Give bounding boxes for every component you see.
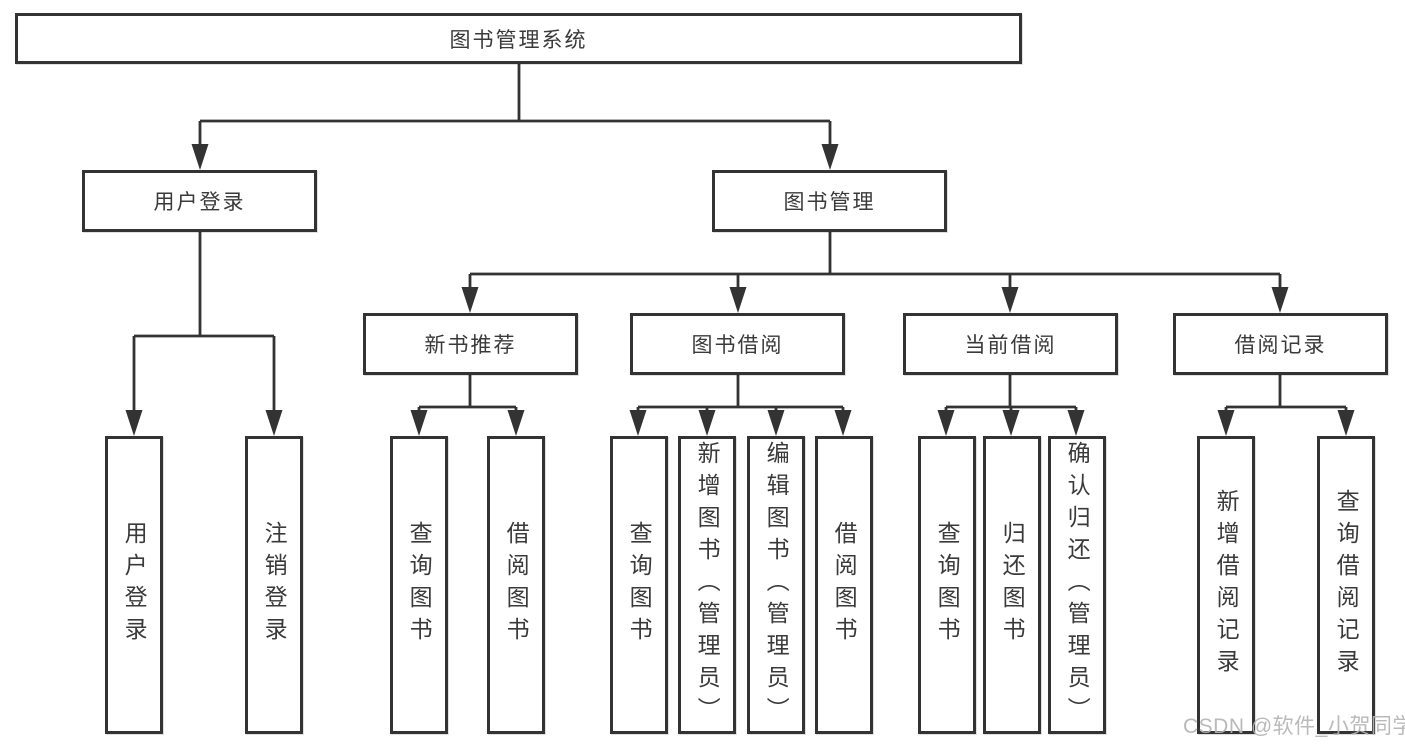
- leaf-borrow-books-borrowing: 借阅图书: [815, 436, 873, 734]
- leaf-logout: 注销登录: [245, 436, 303, 734]
- leaf-query-borrow-record: 查询借阅记录: [1317, 436, 1375, 734]
- leaf-user-login: 用户登录: [105, 436, 163, 734]
- leaf-logout-label: 注销登录: [261, 521, 288, 649]
- leaf-query-books-recommend: 查询图书: [390, 436, 448, 734]
- leaf-user-login-label: 用户登录: [121, 521, 148, 649]
- csdn-watermark: CSDN @软件_小贺同学: [1183, 715, 1405, 738]
- leaf-add-borrow-record: 新增借阅记录: [1197, 436, 1255, 734]
- leaf-confirm-return-admin-label: 确认归还（管理员）: [1064, 441, 1091, 729]
- leaf-add-borrow-record-label: 新增借阅记录: [1213, 489, 1240, 681]
- leaf-add-books-admin-label: 新增图书（管理员）: [694, 441, 721, 729]
- node-current-borrowing: 当前借阅: [903, 313, 1118, 375]
- leaf-query-books-current: 查询图书: [918, 436, 976, 734]
- node-new-book-recommend: 新书推荐: [363, 313, 578, 375]
- node-borrow-records: 借阅记录: [1173, 313, 1388, 375]
- leaf-add-books-admin: 新增图书（管理员）: [678, 436, 736, 734]
- node-user-login-label: 用户登录: [153, 191, 246, 214]
- leaf-query-books-borrowing-label: 查询图书: [626, 521, 653, 649]
- leaf-borrow-books-borrowing-label: 借阅图书: [831, 521, 858, 649]
- node-current-borrowing-label: 当前借阅: [964, 334, 1057, 357]
- node-book-borrowing-label: 图书借阅: [691, 334, 784, 357]
- arrowheads: [125, 144, 1355, 436]
- node-new-book-recommend-label: 新书推荐: [424, 334, 517, 357]
- node-borrow-records-label: 借阅记录: [1234, 334, 1327, 357]
- leaf-return-books: 归还图书: [983, 436, 1041, 734]
- leaf-query-borrow-record-label: 查询借阅记录: [1333, 489, 1360, 681]
- node-book-borrowing: 图书借阅: [630, 313, 845, 375]
- leaf-edit-books-admin-label: 编辑图书（管理员）: [763, 441, 790, 729]
- leaf-return-books-label: 归还图书: [999, 521, 1026, 649]
- node-user-login: 用户登录: [82, 170, 317, 232]
- leaf-query-books-borrowing: 查询图书: [610, 436, 668, 734]
- node-root-label: 图书管理系统: [449, 28, 588, 52]
- leaf-query-books-recommend-label: 查询图书: [406, 521, 433, 649]
- leaf-borrow-books-recommend-label: 借阅图书: [503, 521, 530, 649]
- node-book-management: 图书管理: [712, 170, 947, 232]
- node-book-management-label: 图书管理: [783, 191, 876, 214]
- leaf-confirm-return-admin: 确认归还（管理员）: [1048, 436, 1106, 734]
- leaf-borrow-books-recommend: 借阅图书: [487, 436, 545, 734]
- leaf-edit-books-admin: 编辑图书（管理员）: [747, 436, 805, 734]
- leaf-query-books-current-label: 查询图书: [934, 521, 961, 649]
- node-root-system: 图书管理系统: [15, 13, 1022, 64]
